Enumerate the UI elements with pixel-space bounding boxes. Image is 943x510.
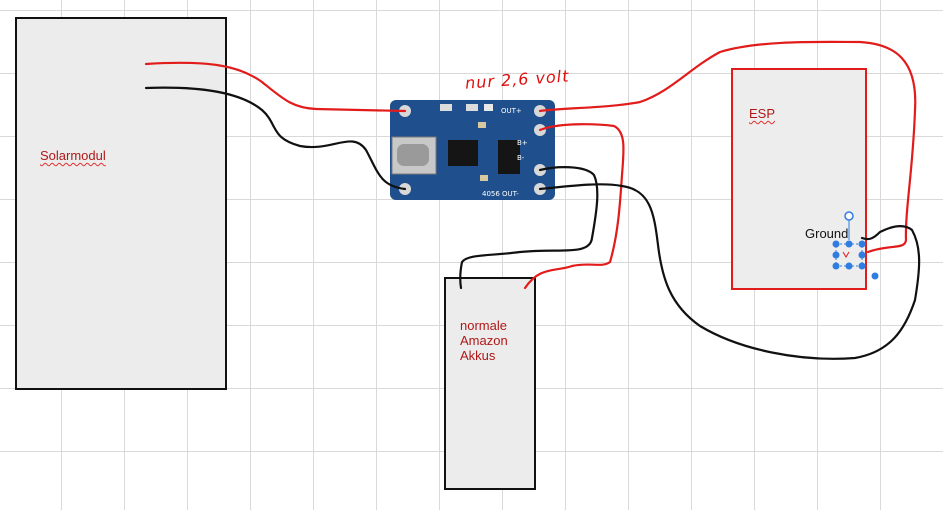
pin-label-b-plus: B+	[517, 139, 528, 147]
resistor	[484, 104, 493, 111]
battery-box[interactable]	[444, 277, 536, 490]
chip-main	[448, 140, 478, 166]
ground-label: Ground	[805, 226, 849, 241]
handle-mr[interactable]	[858, 251, 866, 259]
pin-label-out-minus: OUT-	[502, 190, 519, 198]
handle-br[interactable]	[858, 262, 866, 270]
wire-solar-minus[interactable]	[144, 86, 407, 191]
selection-handles[interactable]	[832, 211, 879, 280]
pin-label-b-minus: B-	[517, 154, 525, 162]
wire-solar-plus[interactable]	[144, 61, 407, 113]
wire-esp-plus[interactable]	[538, 40, 917, 254]
handle-bl[interactable]	[832, 262, 840, 270]
wire-battery-plus[interactable]	[523, 123, 625, 290]
chip-protect	[498, 140, 520, 174]
esp-box[interactable]	[731, 68, 867, 290]
handle-ml[interactable]	[832, 251, 840, 259]
handle-bm[interactable]	[845, 262, 853, 270]
led-1	[440, 104, 452, 111]
battery-label: normale Amazon Akkus	[460, 318, 508, 363]
pin-marker	[842, 251, 850, 258]
cap-1	[478, 122, 486, 128]
solar-module-label: Solarmodul	[40, 148, 106, 163]
handle-tr[interactable]	[858, 240, 866, 248]
wire-battery-minus[interactable]	[459, 166, 599, 290]
chip-label: 4056	[482, 190, 500, 198]
charger-board[interactable]: OUT+ B+ B- OUT- 4056	[390, 100, 555, 200]
cap-2	[480, 175, 488, 181]
led-2	[466, 104, 478, 111]
solar-module-box[interactable]	[15, 17, 227, 390]
handle-tm[interactable]	[845, 240, 853, 248]
pin-label-out-plus: OUT+	[501, 107, 522, 115]
esp-label: ESP	[749, 106, 776, 121]
handle-tl[interactable]	[832, 240, 840, 248]
usb-c-socket	[397, 144, 429, 166]
rotate-handle[interactable]	[844, 211, 854, 221]
wire-esp-ground[interactable]	[538, 183, 921, 360]
handle-connector[interactable]	[871, 272, 879, 280]
